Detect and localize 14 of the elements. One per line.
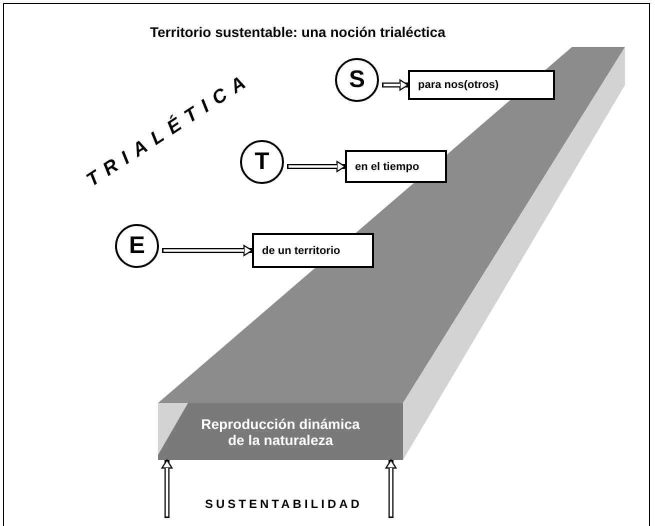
text-box: para nos(otros)	[408, 70, 555, 100]
hollow-arrow	[161, 459, 173, 518]
diagram-title: Territorio sustentable: una noción trialéctica	[150, 24, 446, 40]
letter-circle: E	[115, 224, 159, 268]
hollow-arrow	[382, 79, 409, 91]
beam-front-face: Reproducción dinámica de la naturaleza	[158, 403, 403, 460]
hollow-arrow	[385, 459, 397, 518]
hollow-arrow	[287, 160, 346, 172]
letter-circle: T	[240, 140, 284, 184]
text-box: en el tiempo	[345, 150, 447, 183]
letter-circle: S	[335, 58, 379, 102]
text-box: de un territorio	[252, 233, 374, 268]
bottom-heading: SUSTENTABILIDAD	[205, 497, 362, 511]
hollow-arrow	[162, 244, 253, 256]
